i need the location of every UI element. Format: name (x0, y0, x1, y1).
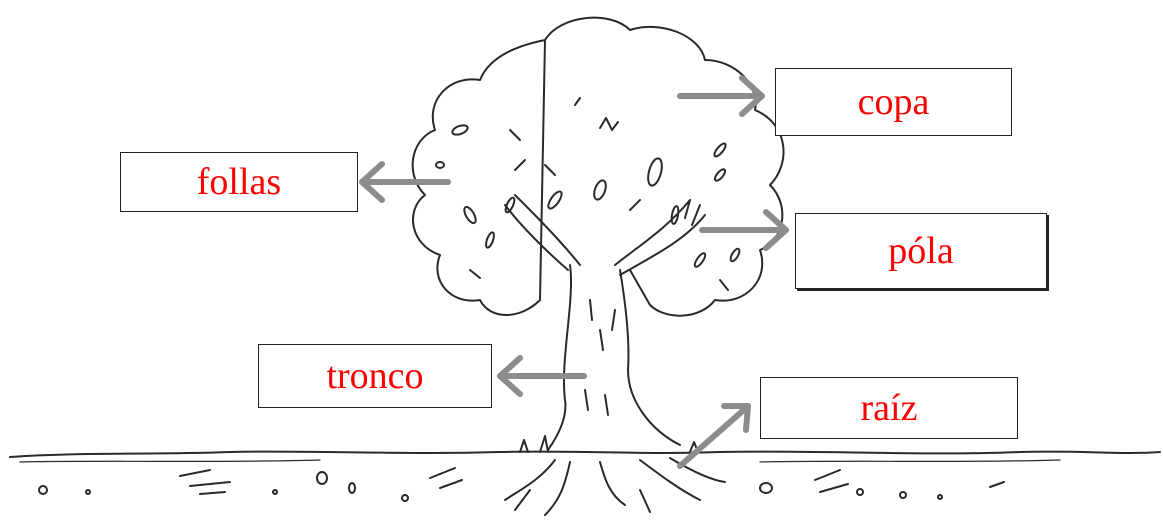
label-raiz: raíz (760, 377, 1018, 439)
ground-line (9, 450, 1161, 458)
roots (504, 457, 726, 516)
branch-right (614, 199, 706, 276)
label-pola-text: póla (888, 230, 954, 272)
trunk-outline (547, 264, 681, 451)
canopy-leaf-marks (435, 97, 741, 291)
ground-line-2 (19, 459, 1061, 463)
label-follas-text: follas (196, 161, 282, 203)
arrow-pola (699, 209, 789, 251)
label-copa-text: copa (857, 81, 930, 123)
label-raiz-text: raíz (860, 387, 918, 429)
canopy-outline (411, 16, 785, 317)
arrow-follas (359, 161, 451, 203)
arrow-tronco (497, 355, 587, 397)
label-follas: follas (120, 152, 358, 212)
annotation-arrows (359, 75, 789, 469)
arrow-copa (677, 75, 765, 117)
tree-drawing (9, 16, 1161, 516)
branch-left (504, 194, 581, 271)
label-tronco: tronco (258, 344, 492, 408)
label-tronco-text: tronco (326, 355, 424, 397)
label-pola: póla (795, 213, 1047, 289)
trunk-bark-marks (584, 299, 616, 416)
grass-tufts (519, 435, 699, 453)
label-copa: copa (775, 68, 1012, 136)
soil-pebbles (38, 467, 1005, 502)
arrow-raiz (677, 403, 751, 469)
